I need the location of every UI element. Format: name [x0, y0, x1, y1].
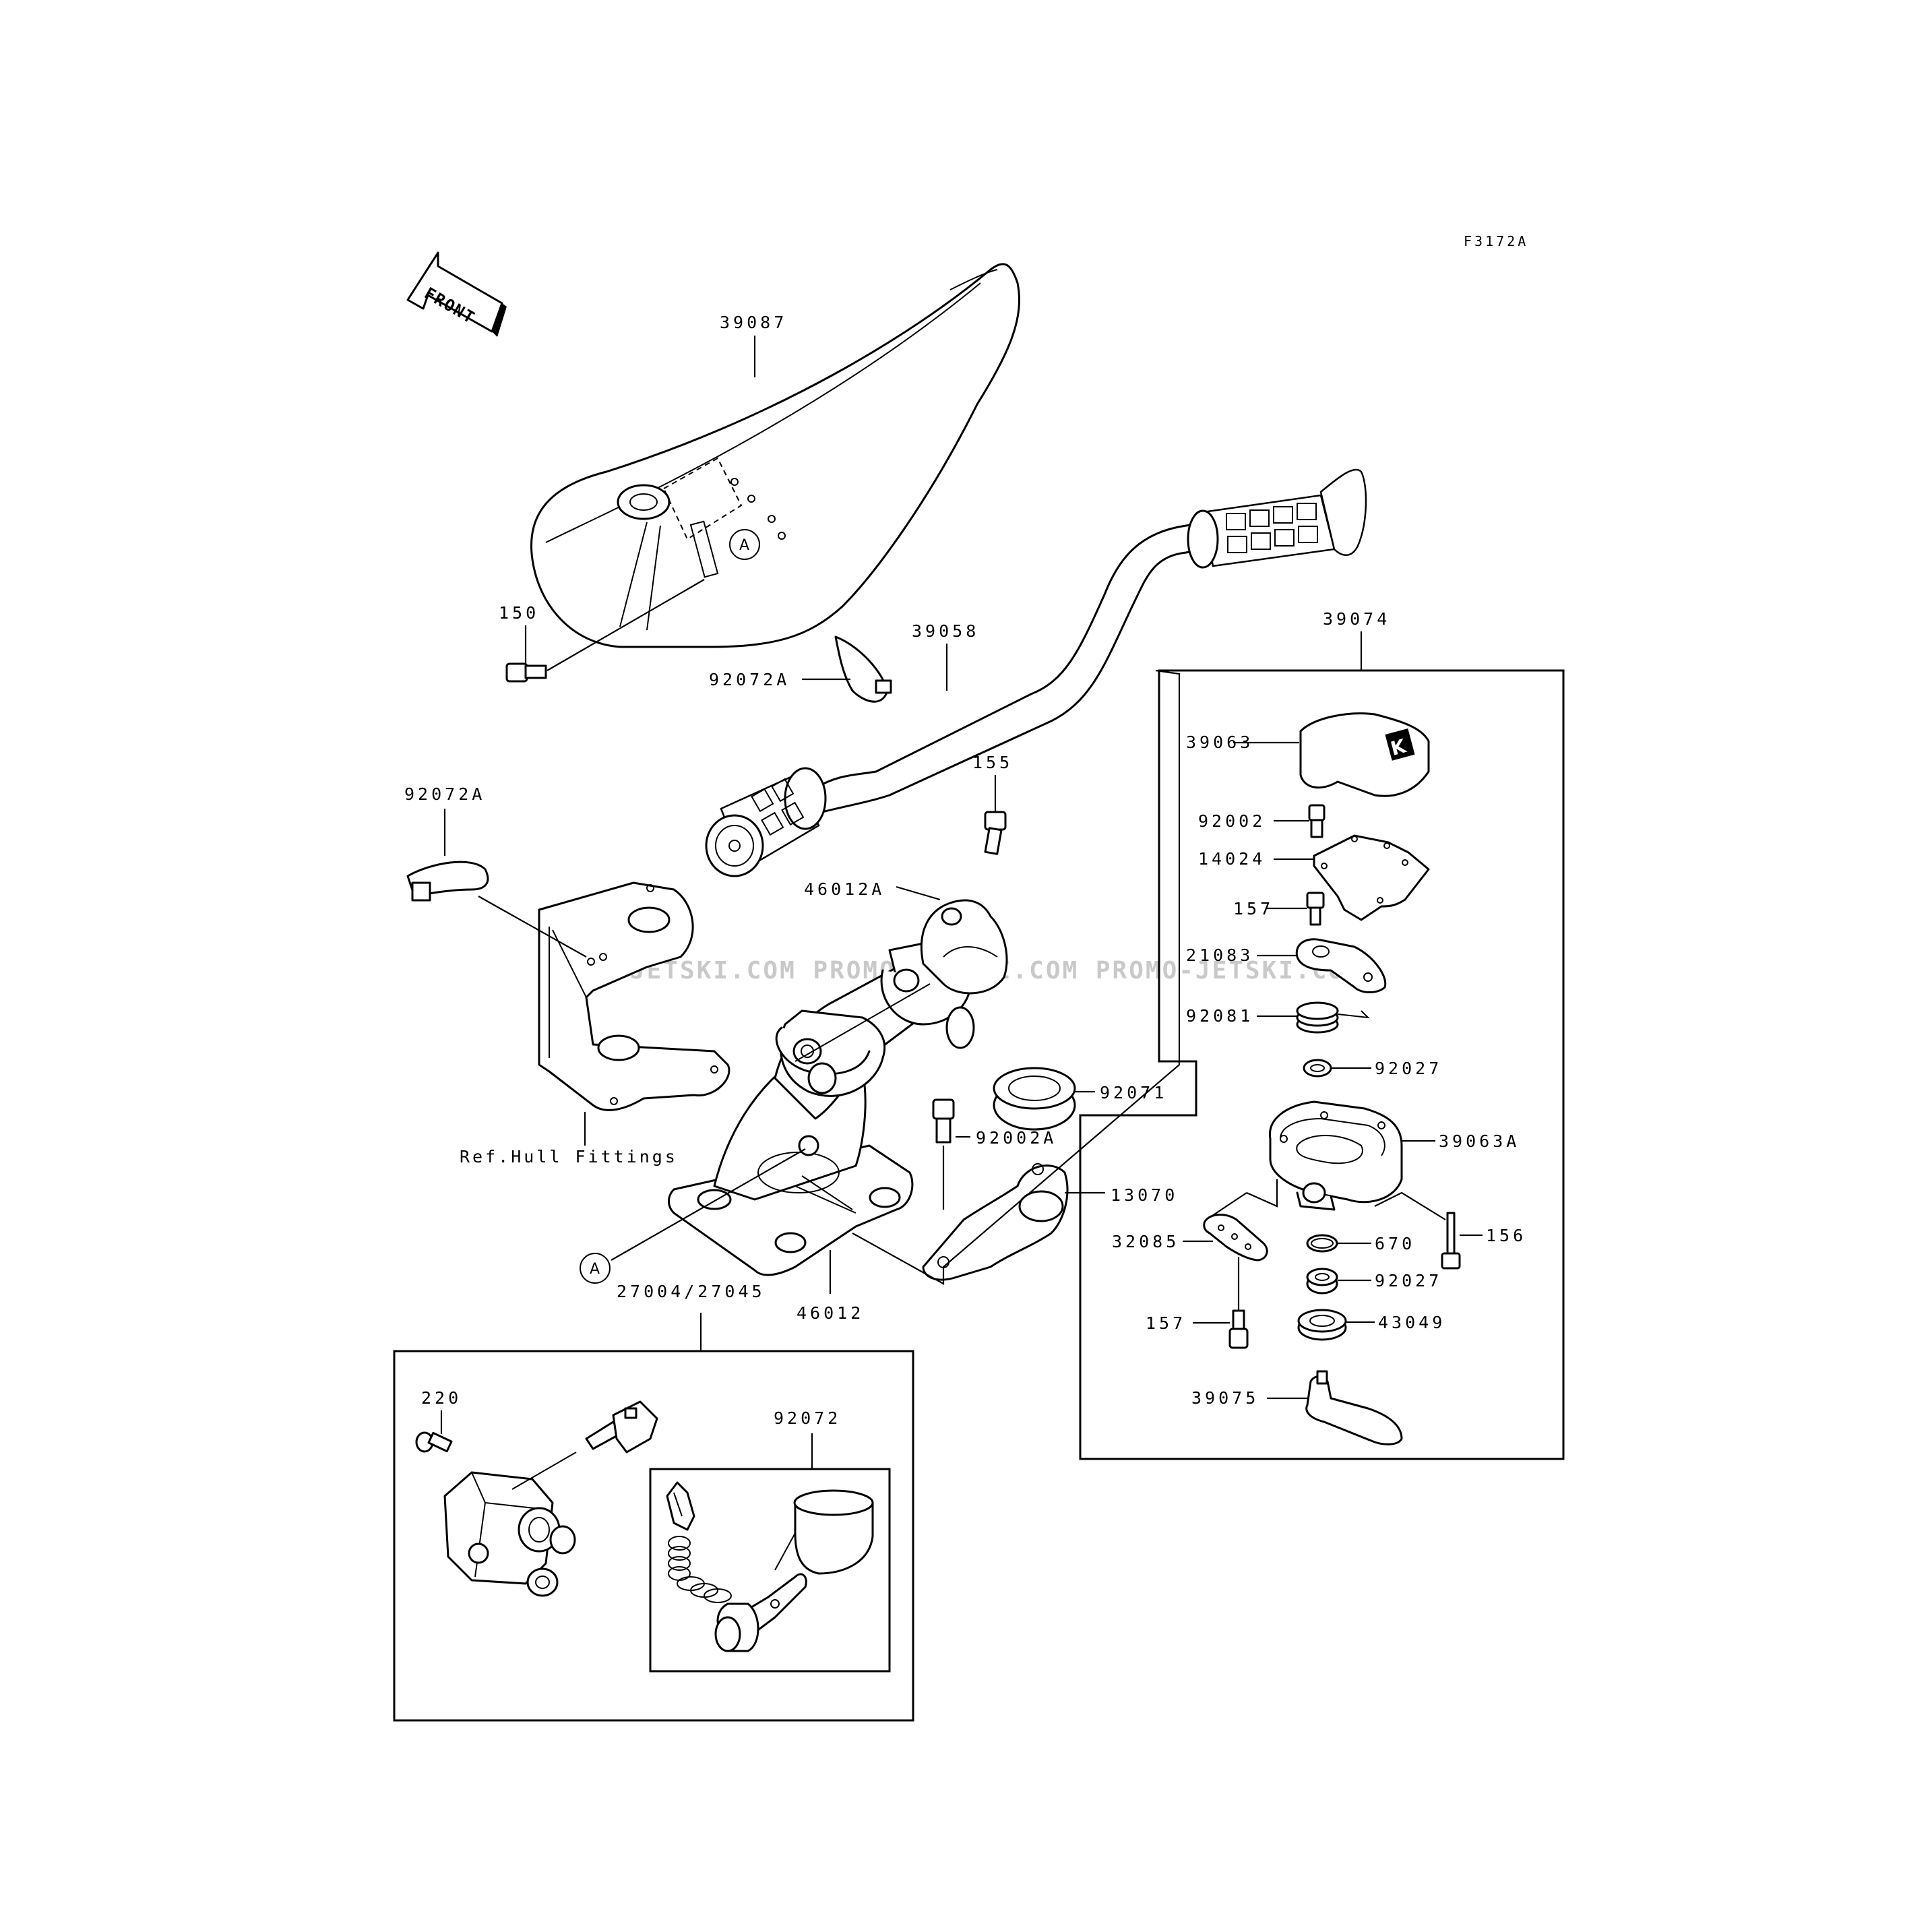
grommet-92071	[993, 1067, 1076, 1131]
label-220: 220	[421, 1388, 462, 1408]
label-39058: 39058	[912, 621, 979, 641]
callout-a-top	[729, 529, 760, 560]
callout-a-top-text: A	[739, 537, 749, 554]
label-39075: 39075	[1191, 1388, 1259, 1408]
label-39087: 39087	[720, 313, 787, 332]
label-14024: 14024	[1198, 849, 1266, 869]
label-43049: 43049	[1378, 1313, 1445, 1332]
label-155: 155	[972, 753, 1013, 772]
label-157-bottom: 157	[1146, 1313, 1186, 1333]
label-32085: 32085	[1112, 1232, 1179, 1251]
handlebar-39058	[705, 468, 1367, 877]
bolt-92002	[1308, 804, 1326, 838]
lever-32085	[1203, 1214, 1268, 1261]
label-670: 670	[1375, 1234, 1415, 1253]
front-arrow-icon: FRONT	[406, 251, 507, 337]
label-46012a: 46012A	[804, 879, 885, 899]
bolt-155	[984, 811, 1007, 855]
washer-92027-bottom	[1306, 1268, 1338, 1295]
label-39074: 39074	[1323, 609, 1390, 629]
handle-pole-46012	[668, 935, 975, 1276]
lanyard-clip-92072	[666, 1481, 874, 1652]
seal-43049	[1297, 1309, 1347, 1341]
bolt-157-top	[1306, 892, 1325, 926]
label-150: 150	[499, 603, 539, 623]
spring-92081	[1296, 1001, 1370, 1034]
strap-92072a-left	[406, 861, 489, 902]
label-92071: 92071	[1100, 1083, 1167, 1102]
lever-21083	[1295, 938, 1387, 993]
label-27004-27045: 27004/27045	[617, 1282, 766, 1301]
oring-670	[1306, 1234, 1338, 1253]
label-156: 156	[1486, 1226, 1526, 1245]
gasket-14024	[1313, 834, 1430, 921]
handle-cover-39087	[530, 263, 1020, 648]
label-157-top: 157	[1233, 899, 1274, 918]
label-13070: 13070	[1111, 1185, 1178, 1205]
connector-plug	[585, 1400, 658, 1454]
label-92072: 92072	[774, 1408, 841, 1428]
label-92002a: 92002A	[976, 1128, 1057, 1148]
housing-39063a	[1268, 1100, 1403, 1211]
hull-fitting-bracket	[538, 881, 730, 1111]
label-92027-bottom: 92027	[1375, 1271, 1442, 1290]
label-39063: 39063	[1186, 733, 1253, 752]
label-92081: 92081	[1186, 1006, 1253, 1026]
diagram-code: F3172A	[1464, 233, 1528, 249]
washer-92027-top	[1303, 1059, 1332, 1078]
callout-a-bottom-text: A	[590, 1261, 600, 1278]
screw-220	[415, 1431, 453, 1453]
bolt-157-bottom	[1228, 1309, 1249, 1349]
switch-assembly-box	[393, 1350, 914, 1722]
lever-39075	[1305, 1370, 1403, 1445]
label-39063a: 39063A	[1439, 1131, 1520, 1151]
lanyard-box-92072	[649, 1468, 891, 1673]
label-92027-top: 92027	[1375, 1059, 1442, 1078]
ref-hull-fittings-label: Ref.Hull Fittings	[460, 1147, 678, 1166]
callout-a-bottom	[580, 1253, 611, 1284]
bolt-156	[1441, 1212, 1461, 1270]
clamp-46012a	[920, 899, 1008, 995]
cover-39063: K	[1299, 712, 1430, 797]
label-92002: 92002	[1198, 811, 1266, 831]
assembly-box-39074	[1079, 669, 1565, 1460]
strap-92072a-top	[834, 635, 892, 703]
label-92072a-top: 92072A	[709, 670, 790, 689]
label-46012: 46012	[797, 1303, 864, 1323]
label-21083: 21083	[1186, 945, 1253, 965]
label-92072a-left: 92072A	[404, 784, 485, 804]
bolt-92002a	[932, 1098, 955, 1144]
stop-switch-body	[443, 1452, 577, 1597]
bolt-150	[505, 662, 547, 683]
